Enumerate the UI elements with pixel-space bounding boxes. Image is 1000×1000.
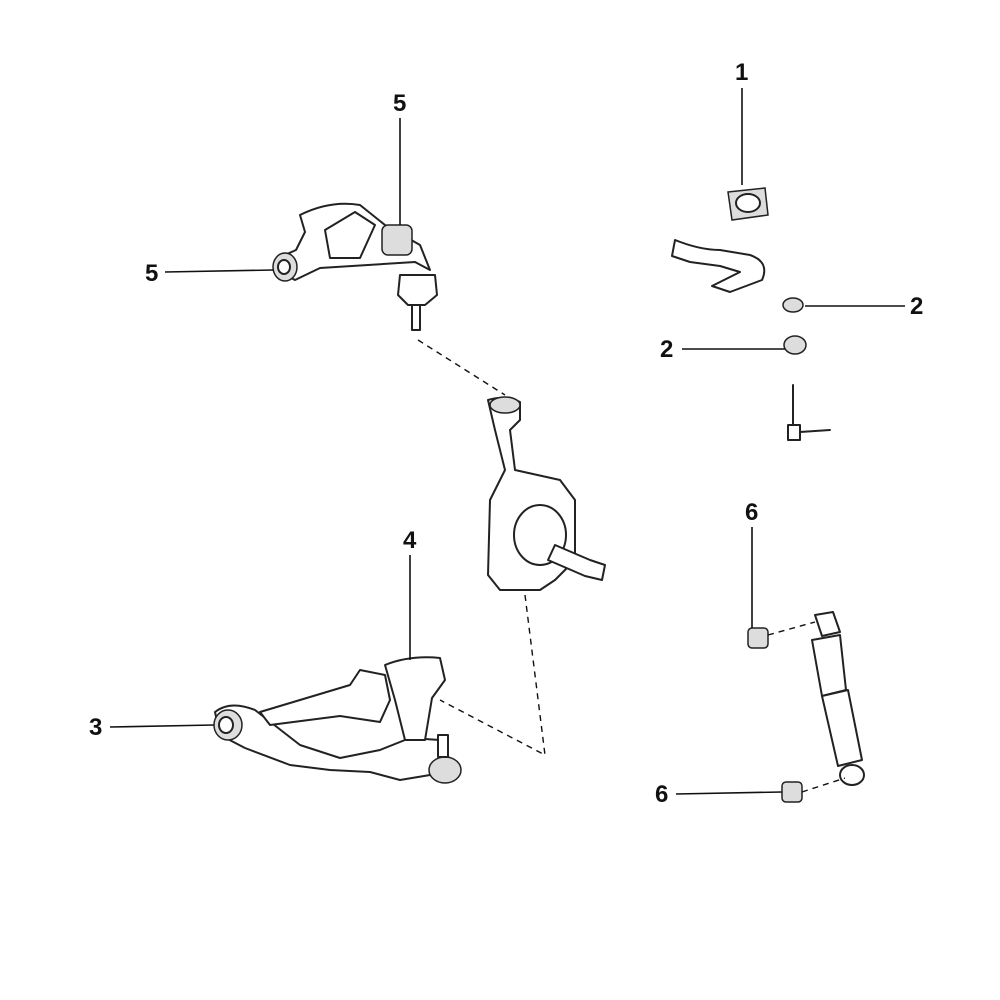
assembly-line-upper (417, 339, 506, 396)
upper-control-arm (272, 202, 438, 331)
callout-6-lower: 6 (655, 781, 669, 808)
callout-3: 3 (89, 714, 103, 741)
callout-5-top: 5 (393, 90, 407, 117)
callout-1: 1 (735, 59, 749, 86)
callout-5-left: 5 (145, 260, 159, 287)
assembly-line-lower (439, 594, 546, 757)
assembly-line-shock-top (767, 621, 816, 636)
callout-2-lower: 2 (660, 336, 674, 363)
assembly-line-shock-bottom (801, 777, 846, 793)
stabilizer-bar (671, 187, 831, 441)
leader-lines (109, 88, 905, 795)
callout-4: 4 (403, 527, 417, 554)
callout-6-upper: 6 (745, 499, 759, 526)
steering-knuckle (487, 396, 606, 591)
callout-2-upper: 2 (910, 293, 924, 320)
shock-absorber (747, 611, 865, 803)
lower-control-arm (213, 656, 462, 784)
